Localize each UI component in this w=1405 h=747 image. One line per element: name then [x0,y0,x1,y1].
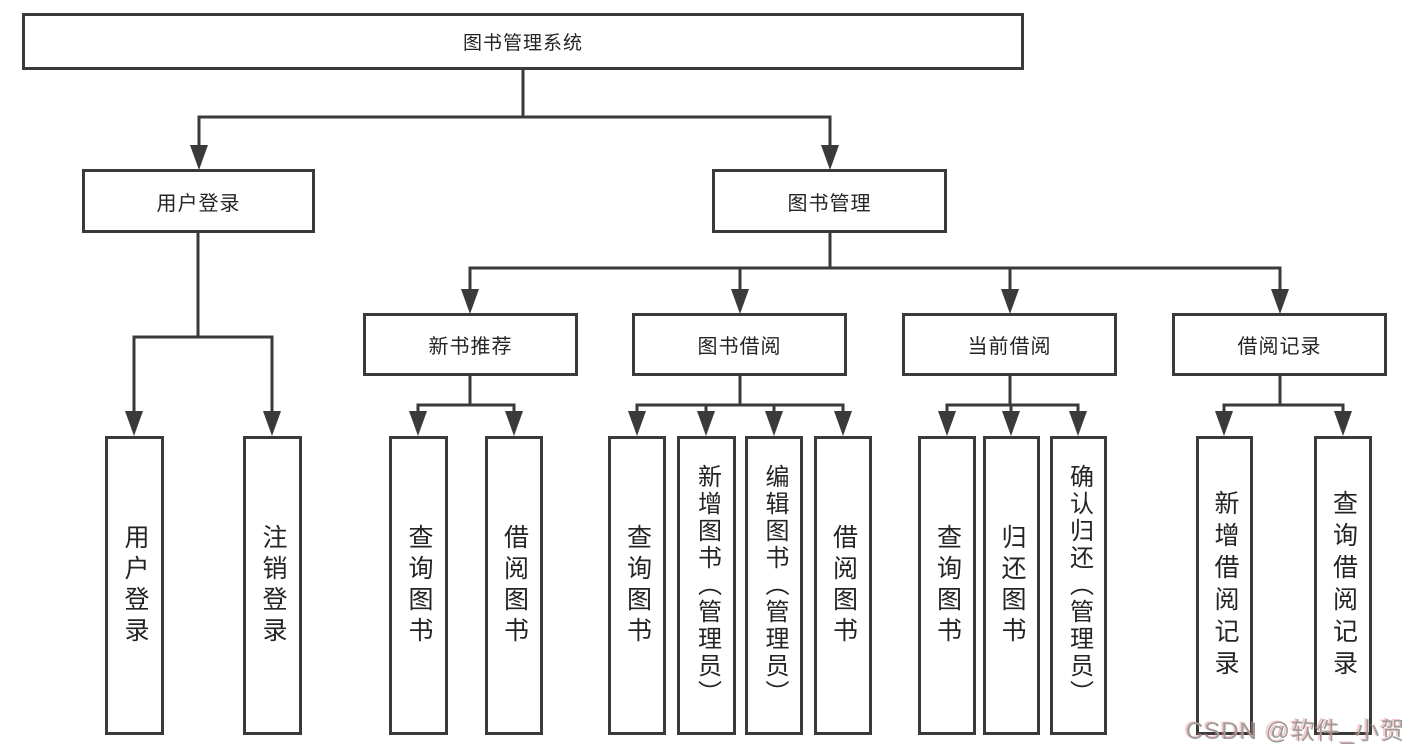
connector-newbooks-to-leaves [416,376,516,414]
arrowhead [628,411,646,436]
arrowhead [263,411,281,436]
arrowhead [461,289,479,314]
leaf-borrow-books: 借阅图书 [814,436,872,735]
connector-userlogin-to-leaves [132,233,274,414]
arrowhead [697,411,715,436]
leaf-return-books: 归还图书 [983,436,1040,735]
leaf-edit-book-admin: 编辑图书（管理员） [745,436,803,735]
arrowhead [731,289,749,314]
arrowhead [505,411,523,436]
arrowhead [1334,411,1352,436]
arrowhead [1069,411,1087,436]
leaf-add-borrow-record: 新增借阅记录 [1196,436,1253,735]
node-new-book-recommend: 新书推荐 [363,313,578,376]
leaf-query-books-current: 查询图书 [918,436,976,735]
leaf-add-book-admin: 新增图书（管理员） [677,436,736,735]
arrowhead [1002,411,1020,436]
leaf-logout: 注销登录 [243,436,302,735]
node-root-system: 图书管理系统 [22,13,1024,70]
arrowhead [765,411,783,436]
arrowhead [190,145,208,170]
node-user-login: 用户登录 [82,169,315,233]
arrowhead [125,411,143,436]
node-book-borrow: 图书借阅 [632,313,847,376]
arrowheads [125,145,1352,436]
arrowhead [409,411,427,436]
leaf-user-login: 用户登录 [105,436,164,735]
connector-root-to-level1 [197,69,832,148]
leaf-query-borrow-record: 查询借阅记录 [1314,436,1372,735]
node-book-management: 图书管理 [712,169,947,233]
arrowhead [821,145,839,170]
connector-bookmgmt-to-level2 [468,232,1282,292]
arrowhead [938,411,956,436]
leaf-confirm-return-admin: 确认归还（管理员） [1050,436,1107,735]
watermark: CSDN @软件_小贺同学 [1186,718,1405,745]
arrowhead [1271,289,1289,314]
node-current-borrow: 当前借阅 [902,313,1117,376]
node-borrow-records: 借阅记录 [1172,313,1387,376]
arrowhead [1001,289,1019,314]
leaf-query-books-borrow: 查询图书 [608,436,666,735]
connector-bookborrow-to-leaves [635,376,845,414]
arrowhead [1215,411,1233,436]
leaf-borrow-books-newbooks: 借阅图书 [485,436,543,735]
arrowhead [834,411,852,436]
leaf-query-books-newbooks: 查询图书 [389,436,448,735]
connector-borrowrecords-to-leaves [1222,376,1345,414]
connector-currentborrow-to-leaves [945,376,1080,414]
